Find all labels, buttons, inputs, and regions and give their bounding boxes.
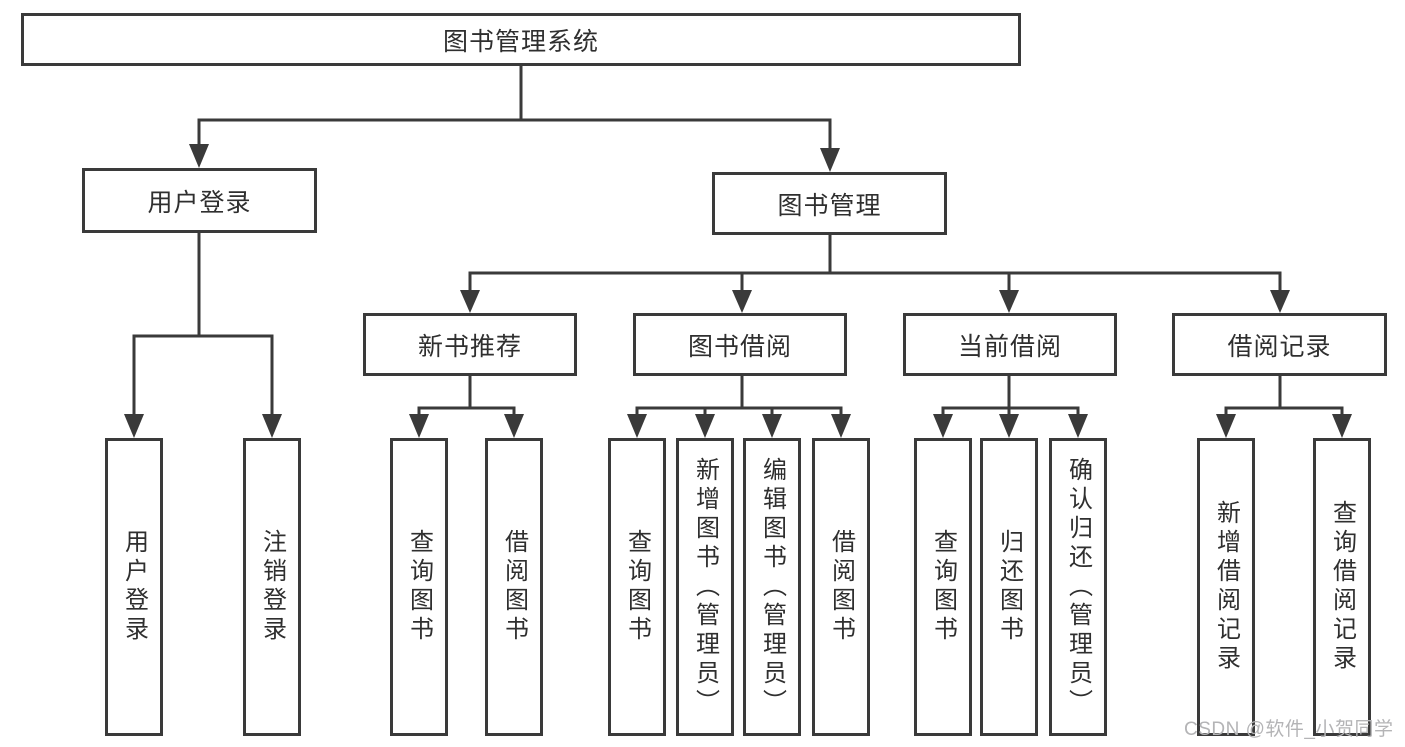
csdn-watermark: CSDN @软件_小贺同学	[1184, 719, 1394, 740]
node-library-management-system: 图书管理系统	[21, 13, 1021, 66]
leaf-edit-books-admin: 编辑图书（管理员）	[743, 438, 801, 736]
leaf-label: 用户登录	[120, 529, 148, 645]
node-new-book-recommendation: 新书推荐	[363, 313, 577, 376]
leaf-confirm-return-admin: 确认归还（管理员）	[1049, 438, 1107, 736]
leaf-add-books-admin: 新增图书（管理员）	[676, 438, 734, 736]
leaf-label: 新增图书（管理员）	[691, 456, 719, 718]
leaf-borrow-books-recommend: 借阅图书	[485, 438, 543, 736]
leaf-query-books-borrowing: 查询图书	[608, 438, 666, 736]
leaf-borrow-books: 借阅图书	[812, 438, 870, 736]
leaf-label: 归还图书	[995, 529, 1023, 645]
node-label: 用户登录	[147, 188, 252, 217]
leaf-label: 查询图书	[929, 529, 957, 645]
leaf-label: 编辑图书（管理员）	[758, 456, 786, 718]
leaf-label: 查询借阅记录	[1328, 500, 1356, 674]
leaf-label: 确认归还（管理员）	[1064, 456, 1092, 718]
leaf-label: 新增借阅记录	[1212, 500, 1240, 674]
leaf-add-borrow-record: 新增借阅记录	[1197, 438, 1255, 736]
leaf-label: 借阅图书	[500, 529, 528, 645]
node-book-management: 图书管理	[712, 172, 947, 235]
leaf-query-books-current: 查询图书	[914, 438, 972, 736]
node-label: 新书推荐	[417, 332, 522, 361]
node-user-login: 用户登录	[82, 168, 317, 233]
node-label: 图书管理系统	[442, 27, 599, 56]
leaf-return-books: 归还图书	[980, 438, 1038, 736]
leaf-query-books-recommend: 查询图书	[390, 438, 448, 736]
leaf-logout-login: 注销登录	[243, 438, 301, 736]
leaf-label: 借阅图书	[827, 529, 855, 645]
leaf-user-login: 用户登录	[105, 438, 163, 736]
node-borrowing-records: 借阅记录	[1172, 313, 1387, 376]
leaf-label: 查询图书	[405, 529, 433, 645]
node-current-borrowing: 当前借阅	[903, 313, 1117, 376]
leaf-query-borrow-record: 查询借阅记录	[1313, 438, 1371, 736]
node-label: 图书借阅	[687, 332, 792, 361]
node-label: 借阅记录	[1227, 332, 1332, 361]
node-label: 当前借阅	[957, 332, 1062, 361]
node-book-borrowing: 图书借阅	[633, 313, 847, 376]
leaf-label: 查询图书	[623, 529, 651, 645]
node-label: 图书管理	[777, 191, 882, 220]
leaf-label: 注销登录	[258, 529, 286, 645]
